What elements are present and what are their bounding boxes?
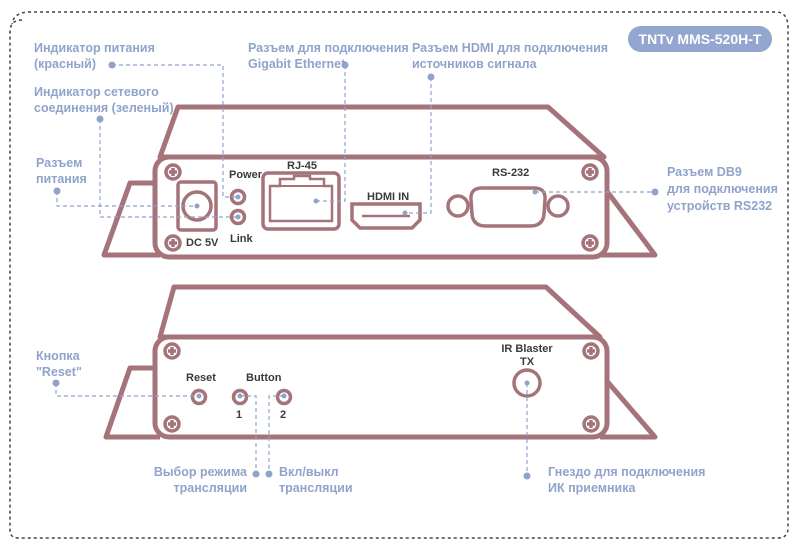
back-device-right-foot bbox=[600, 378, 658, 440]
svg-text:Gigabit Ethernet: Gigabit Ethernet bbox=[248, 57, 346, 71]
svg-text:питания: питания bbox=[36, 172, 87, 186]
callout-hdmi: Разъем HDMI для подключения источников с… bbox=[412, 41, 608, 71]
svg-text:ИК приемника: ИК приемника bbox=[548, 481, 636, 495]
svg-text:трансляции: трансляции bbox=[279, 481, 353, 495]
hdmi-label: HDMI IN bbox=[367, 191, 409, 203]
power-led bbox=[229, 188, 247, 206]
model-badge-text: TNTv MMS-520H-T bbox=[639, 31, 762, 47]
reset-label: Reset bbox=[186, 372, 216, 384]
button-1 bbox=[231, 388, 249, 406]
screw-icon bbox=[163, 415, 181, 433]
svg-text:устройств RS232: устройств RS232 bbox=[667, 199, 772, 213]
button-label: Button bbox=[246, 372, 282, 384]
callout-link-indicator: Индикатор сетевого соединения (зеленый) bbox=[34, 85, 174, 115]
button-2-label: 2 bbox=[280, 409, 286, 421]
rj45-label: RJ-45 bbox=[287, 160, 317, 172]
db9-port bbox=[446, 186, 570, 228]
tx-label: TX bbox=[520, 356, 535, 368]
back-panel bbox=[152, 334, 610, 440]
svg-text:источников сигнала: источников сигнала bbox=[412, 57, 538, 71]
callout-db9: Разъем DB9 для подключения устройств RS2… bbox=[667, 165, 778, 213]
front-device-right-foot bbox=[600, 188, 658, 258]
callout-mode-select: Выбор режима трансляции bbox=[154, 465, 248, 495]
svg-text:(красный): (красный) bbox=[34, 57, 96, 71]
callout-gigabit: Разъем для подключения Gigabit Ethernet bbox=[248, 41, 409, 71]
reset-button bbox=[190, 388, 208, 406]
svg-text:Индикатор питания: Индикатор питания bbox=[34, 41, 155, 55]
front-device-left-foot bbox=[101, 180, 160, 258]
ir-jack bbox=[512, 368, 542, 398]
svg-text:соединения (зеленый): соединения (зеленый) bbox=[34, 101, 174, 115]
svg-text:Разъем HDMI для подключения: Разъем HDMI для подключения bbox=[412, 41, 608, 55]
svg-text:Разъем: Разъем bbox=[36, 156, 82, 170]
button-1-label: 1 bbox=[236, 409, 242, 421]
screw-icon bbox=[582, 342, 600, 360]
svg-text:для подключения: для подключения bbox=[667, 182, 778, 196]
svg-text:Индикатор сетевого: Индикатор сетевого bbox=[34, 85, 159, 99]
callout-on-off: Вкл/выкл трансляции bbox=[279, 465, 353, 495]
callout-power-jack: Разъем питания bbox=[36, 156, 87, 186]
rj45-port bbox=[261, 171, 341, 231]
guide-lines bbox=[52, 61, 659, 480]
diagram-frame bbox=[9, 11, 789, 539]
back-device-left-foot bbox=[103, 365, 160, 440]
hdmi-port bbox=[350, 202, 422, 230]
power-led-label: Power bbox=[229, 169, 263, 181]
callout-power-indicator: Индикатор питания (красный) bbox=[34, 41, 155, 71]
svg-text:Гнездо для подключения: Гнездо для подключения bbox=[548, 465, 705, 479]
link-led-label: Link bbox=[230, 233, 253, 245]
ir-blaster-label: IR Blaster bbox=[501, 343, 553, 355]
screw-icon bbox=[164, 234, 182, 252]
screw-icon bbox=[164, 163, 182, 181]
svg-text:"Reset": "Reset" bbox=[36, 365, 82, 379]
svg-text:Разъем для подключения: Разъем для подключения bbox=[248, 41, 409, 55]
screw-icon bbox=[581, 163, 599, 181]
screw-icon bbox=[163, 342, 181, 360]
screw-icon bbox=[582, 415, 600, 433]
svg-text:Вкл/выкл: Вкл/выкл bbox=[279, 465, 339, 479]
link-led bbox=[229, 208, 247, 226]
svg-text:Разъем DB9: Разъем DB9 bbox=[667, 165, 742, 179]
svg-text:Кнопка: Кнопка bbox=[36, 349, 81, 363]
back-device-lid bbox=[157, 284, 603, 340]
button-2 bbox=[275, 388, 293, 406]
front-device-lid bbox=[157, 104, 607, 160]
model-badge: TNTv MMS-520H-T bbox=[628, 26, 772, 52]
front-panel bbox=[152, 154, 610, 260]
back-device: Reset Button 1 2 IR Blaster TX bbox=[103, 284, 658, 440]
front-device: DC 5V Power Link RJ-45 HDMI IN RS-232 bbox=[101, 104, 658, 260]
rs232-label: RS-232 bbox=[492, 167, 529, 179]
callout-ir-jack: Гнездо для подключения ИК приемника bbox=[548, 465, 705, 495]
dc-label: DC 5V bbox=[186, 237, 219, 249]
screw-icon bbox=[581, 234, 599, 252]
svg-text:Выбор режима: Выбор режима bbox=[154, 465, 248, 479]
svg-text:трансляции: трансляции bbox=[174, 481, 248, 495]
callout-reset: Кнопка "Reset" bbox=[36, 349, 82, 379]
